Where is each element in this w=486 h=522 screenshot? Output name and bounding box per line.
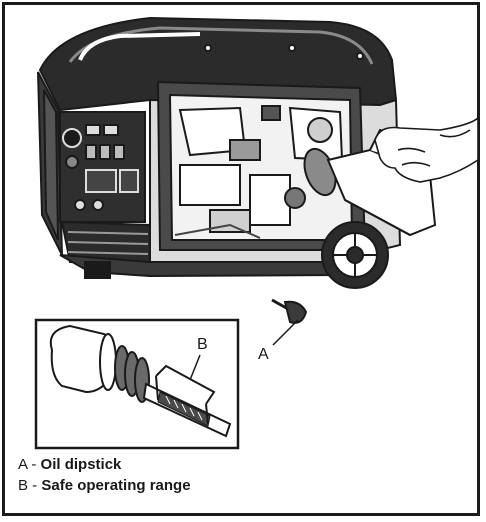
leader-line-b (189, 354, 201, 381)
leader-line-a (272, 319, 299, 346)
callout-a: A (258, 346, 269, 363)
legend-text: Safe operating range (41, 477, 191, 494)
legend-item-b: B - Safe operating range (18, 477, 191, 494)
dipstick-small (271, 298, 308, 346)
legend-separator: - (28, 477, 42, 494)
legend-separator: - (27, 456, 41, 473)
callout-b: B (197, 336, 208, 353)
wheel (321, 221, 389, 289)
hand (374, 116, 479, 183)
generator (37, 16, 402, 279)
legend-item-a: A - Oil dipstick (18, 456, 121, 473)
dipstick-detail-inset (34, 318, 240, 450)
legend-key: A (18, 456, 28, 473)
legend-text: Oil dipstick (40, 456, 122, 473)
legend-key: B (18, 477, 29, 494)
